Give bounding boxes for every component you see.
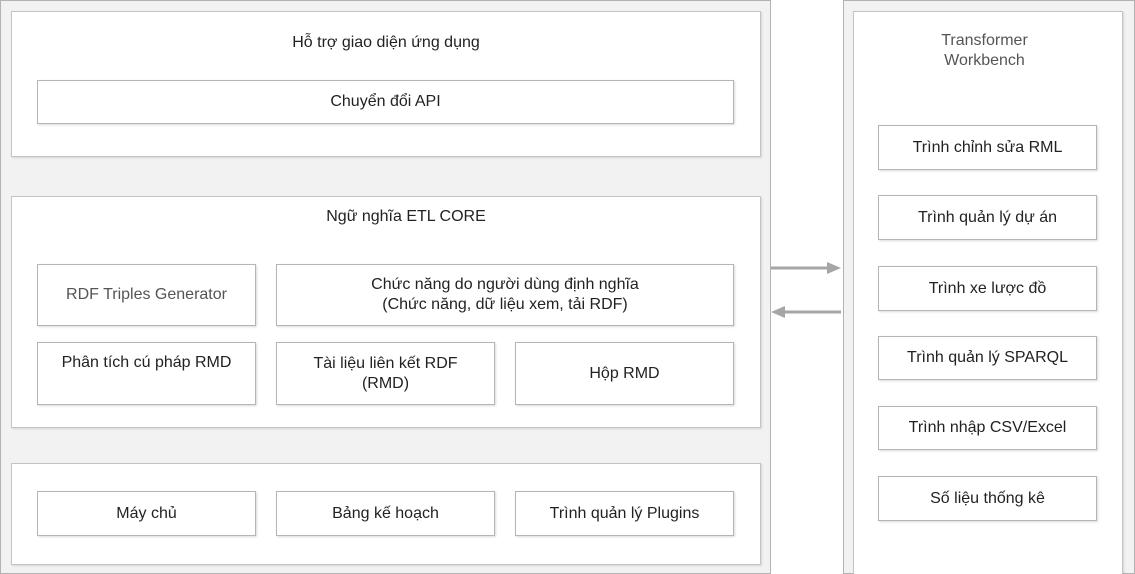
user-defined-function-sublabel: (Chức năng, dữ liệu xem, tải RDF) [382,296,628,313]
arrow-to-core [771,306,841,318]
rdf-linked-document-label: Tài liệu liên kết RDF [313,354,458,372]
user-defined-function-box: Chức năng do người dùng định nghĩa (Chức… [276,264,734,326]
arrow-to-workbench [771,262,841,274]
rdf-triples-generator-box: RDF Triples Generator [37,264,256,326]
rmd-box: Hộp RMD [515,342,734,405]
csv-excel-importer-box: Trình nhập CSV/Excel [878,406,1097,450]
rmd-parser-box: Phân tích cú pháp RMD [37,342,256,405]
statistics-box: Số liệu thống kê [878,476,1097,521]
workbench-title-line1: Transformer [941,32,1028,49]
schema-viewer-box: Trình xe lược đồ [878,266,1097,311]
sparql-manager-box: Trình quản lý SPARQL [878,336,1097,380]
plan-board-box: Bảng kế hoạch [276,491,495,536]
plugin-manager-box: Trình quản lý Plugins [515,491,734,536]
api-support-title: Hỗ trợ giao diện ứng dụng [292,34,480,51]
rdf-linked-document-sublabel: (RMD) [361,374,410,392]
etl-core-title: Ngữ nghĩa ETL CORE [326,208,486,225]
rml-editor-box: Trình chỉnh sửa RML [878,125,1097,170]
project-manager-box: Trình quản lý dự án [878,195,1097,240]
server-box: Máy chủ [37,491,256,536]
api-conversion-box: Chuyển đổi API [37,80,734,124]
user-defined-function-label: Chức năng do người dùng định nghĩa [371,276,639,293]
rdf-linked-document-box: Tài liệu liên kết RDF (RMD) [276,342,495,405]
workbench-title-line2: Workbench [944,52,1025,69]
workbench-title: Transformer Workbench [853,31,1116,71]
